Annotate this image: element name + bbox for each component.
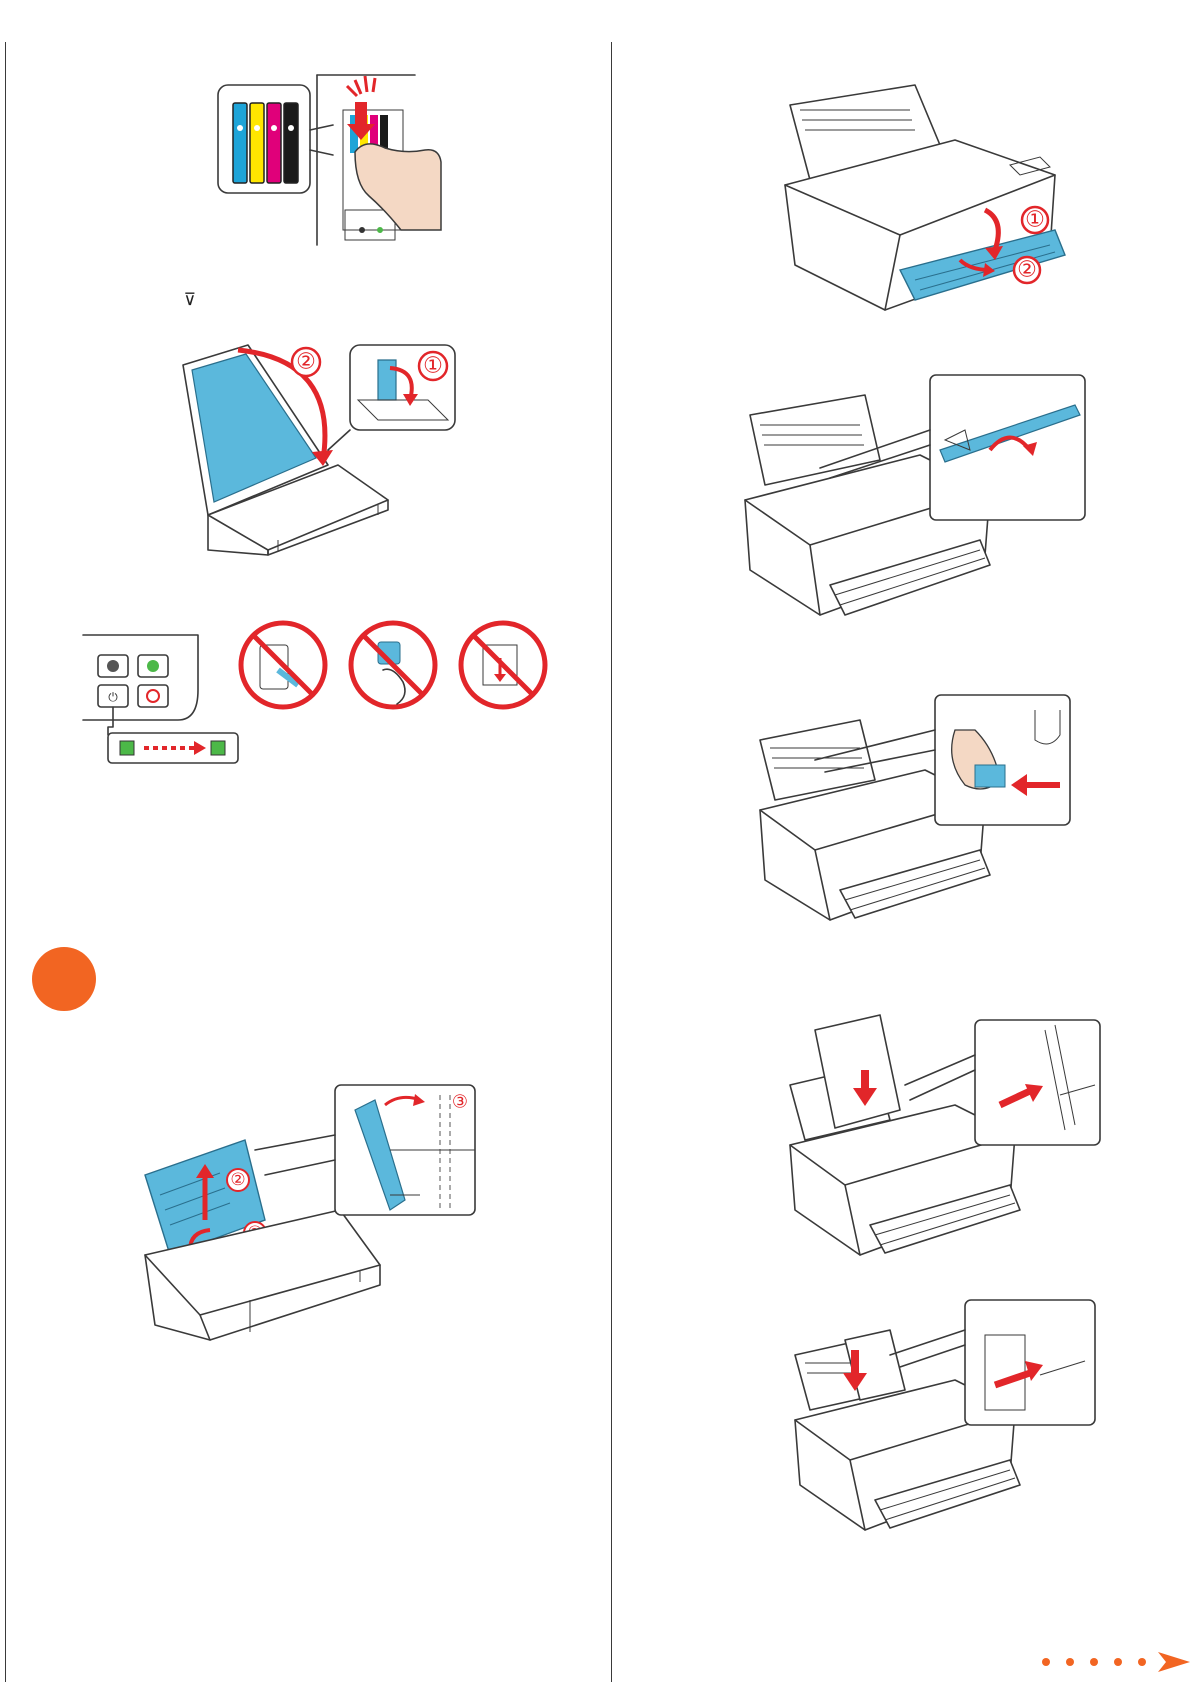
svg-text:①: ① [423,354,443,379]
stop-button-icon [138,685,168,707]
slide-edge-guide-illustration [755,690,1075,930]
raise-paper-support-illustration: ② ① ③ [140,1080,480,1350]
svg-text:③: ③ [452,1092,468,1113]
power-button-icon: ⏻ [98,685,128,707]
pull-out-output-tray-illustration: ① ② [780,80,1070,320]
slide-guide-against-paper-illustration [790,1295,1110,1550]
next-page-arrow [1040,1650,1190,1674]
svg-text:①: ① [1025,208,1045,233]
step-marker [32,947,96,1011]
charging-warning-illustration: ⏻ [78,630,578,790]
svg-text:②: ② [296,350,316,375]
left-margin-rule [5,42,6,1682]
svg-text:②: ② [230,1170,245,1190]
no-power-off-icon [351,623,435,707]
load-paper-stack-illustration [785,1010,1105,1265]
no-load-paper-icon [461,623,545,707]
finger-press-icon [355,144,441,230]
no-unplug-icon [241,623,325,707]
close-scanner-lid-illustration: ② ① [178,340,458,560]
svg-text:②: ② [1017,258,1037,283]
column-divider [611,42,612,1682]
stop-button-icon: ⊽ [180,290,200,310]
svg-text:⏻: ⏻ [108,690,118,704]
ink-cartridge-illustration [215,70,445,250]
flip-feeder-guard-illustration [740,370,1090,630]
